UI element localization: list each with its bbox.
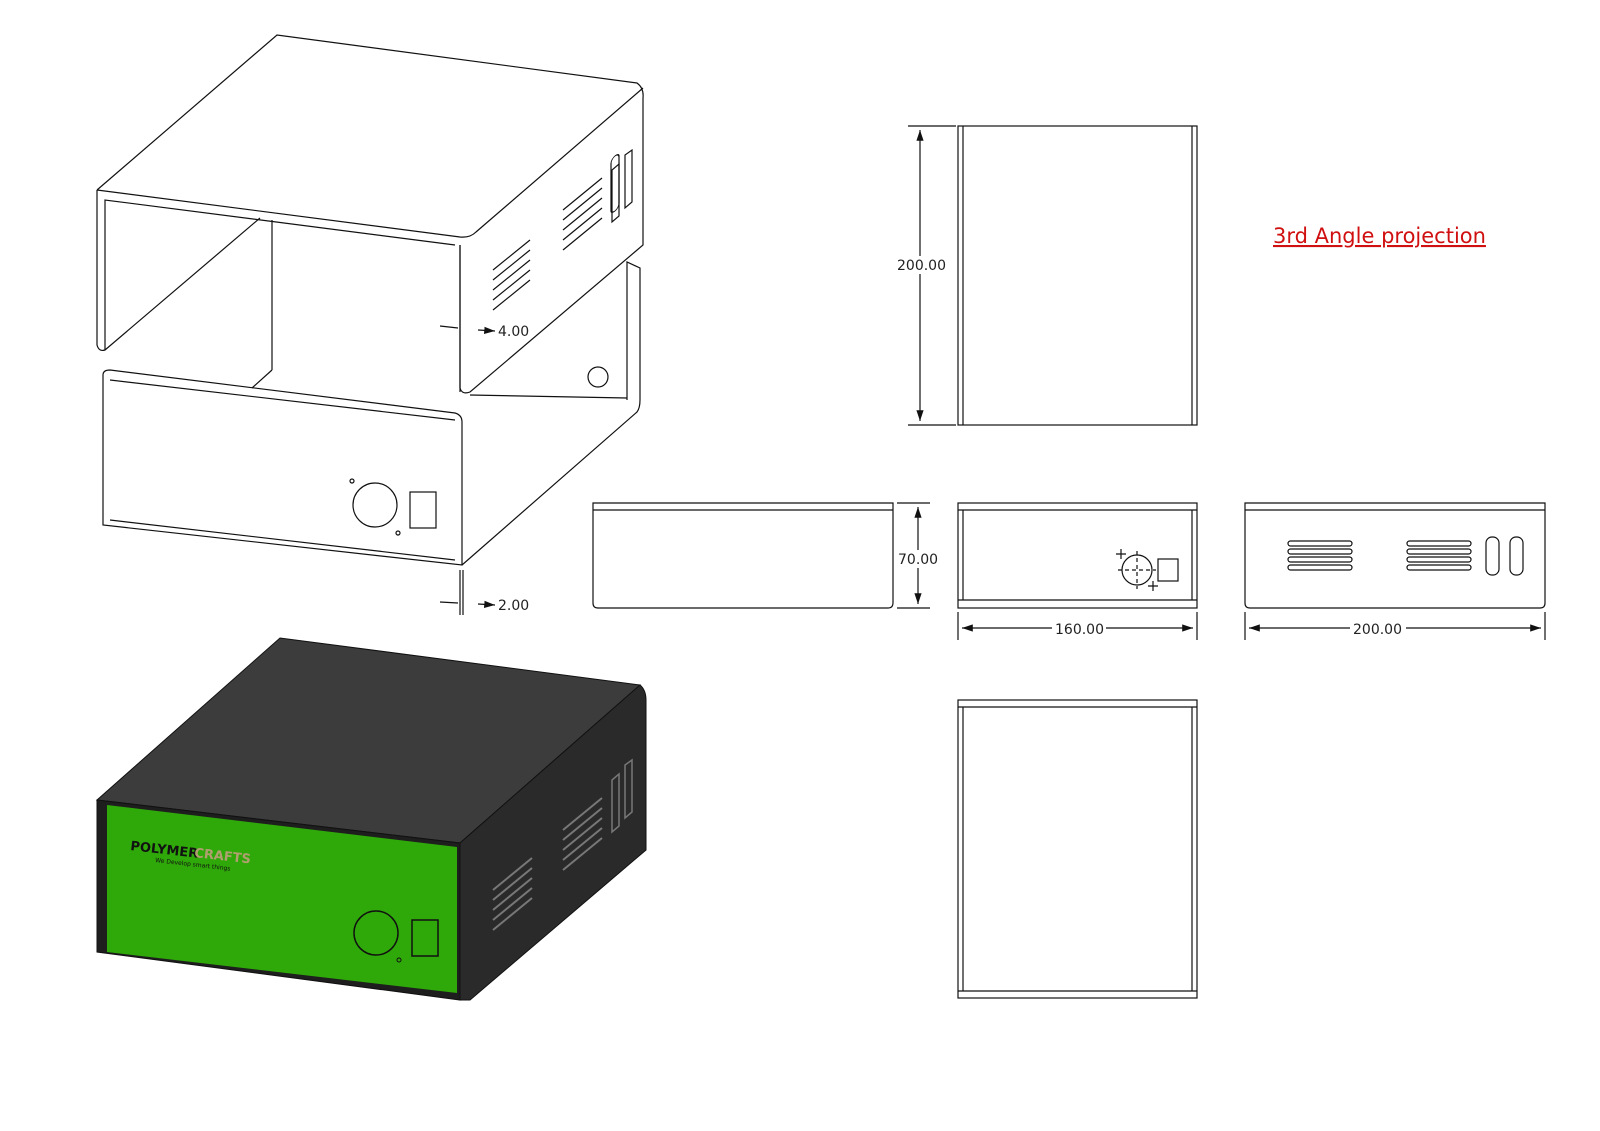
- projection-label: 3rd Angle projection: [1273, 224, 1486, 248]
- dim-depth-top: 200.00: [897, 258, 946, 274]
- bottom-view: [957, 699, 1198, 999]
- top-view: 200.00: [896, 125, 1198, 426]
- dim-height: 70.00: [898, 552, 938, 568]
- dim-cover-thickness: 4.00: [498, 324, 529, 340]
- switch-cutout: [409, 491, 437, 529]
- logo-crafts: CRAFTS: [194, 846, 252, 867]
- dim-width: 160.00: [1055, 622, 1104, 638]
- vent-slots-side: [1287, 536, 1524, 576]
- right-view: 200.00: [1244, 502, 1546, 640]
- exploded-cover: 4.00: [96, 34, 644, 394]
- dim-base-thickness: 2.00: [498, 598, 529, 614]
- left-view: 70.00: [592, 502, 939, 609]
- rendered-enclosure: POLYMER CRAFTS We Develop smart things: [95, 637, 647, 1001]
- vent-slots-cover: [492, 148, 633, 311]
- connector-hole: [352, 482, 398, 528]
- exploded-base: 2.00: [102, 261, 641, 615]
- dim-depth-side: 200.00: [1353, 622, 1402, 638]
- front-view: 160.00: [957, 502, 1198, 640]
